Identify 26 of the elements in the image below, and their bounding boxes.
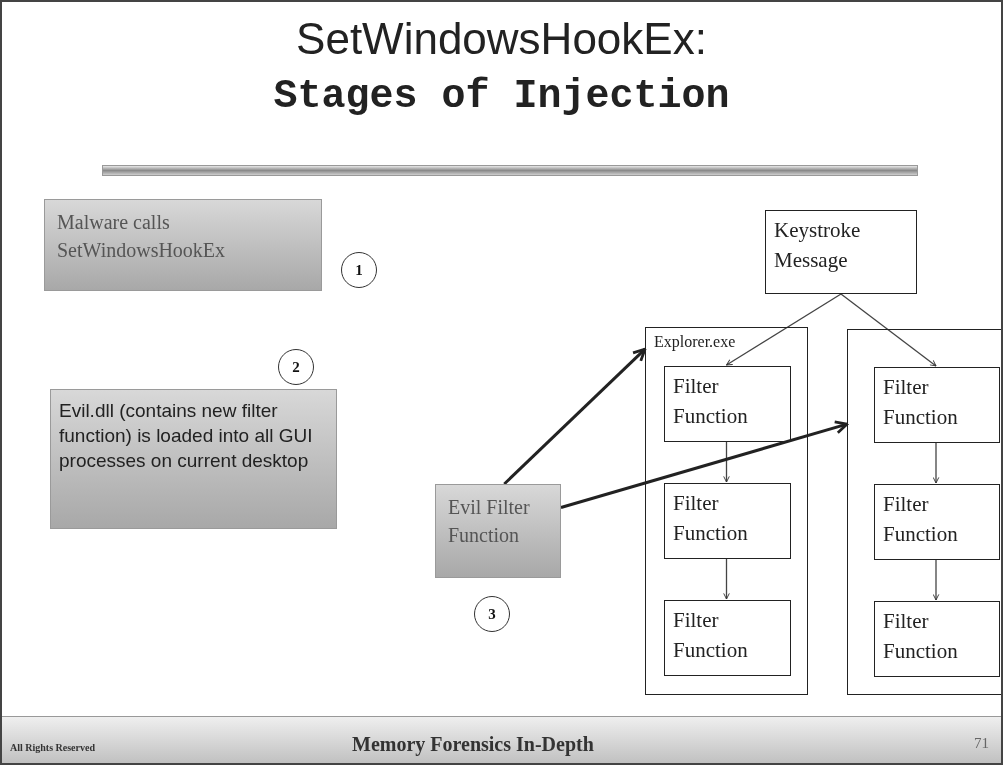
arrow <box>725 293 842 366</box>
process-box: Malware calls SetWindowsHookEx <box>44 199 322 291</box>
arrow <box>560 420 849 509</box>
process-box: Evil.dll (contains new filter function) is loaded into all GUI processes on current desktop <box>50 389 337 529</box>
process-box: Filter Function <box>664 600 791 676</box>
process-container <box>645 327 808 695</box>
process-box: Filter Function <box>664 366 791 442</box>
container-heading: Explorer.exe <box>654 332 737 352</box>
process-box: Filter Function <box>874 367 1000 443</box>
copyright-note: All Rights Reserved <box>10 741 95 755</box>
arrow <box>840 293 937 367</box>
page-number: 71 <box>974 734 989 753</box>
arrow <box>503 347 647 486</box>
process-box: Evil Filter Function <box>435 484 561 578</box>
slide-subtitle: Stages of Injection <box>272 73 731 121</box>
arrow <box>723 557 730 600</box>
process-box: Filter Function <box>664 483 791 559</box>
process-container <box>847 329 1001 695</box>
process-box: Filter Function <box>874 484 1000 560</box>
process-box: Keystroke Message <box>765 210 917 294</box>
arrow <box>723 440 730 483</box>
arrow <box>932 558 940 601</box>
process-box: Filter Function <box>874 601 1000 677</box>
slide-title: SetWindowsHookEx: <box>295 13 708 65</box>
footer-title: Memory Forensics In-Depth <box>352 732 594 758</box>
arrow <box>932 441 940 484</box>
